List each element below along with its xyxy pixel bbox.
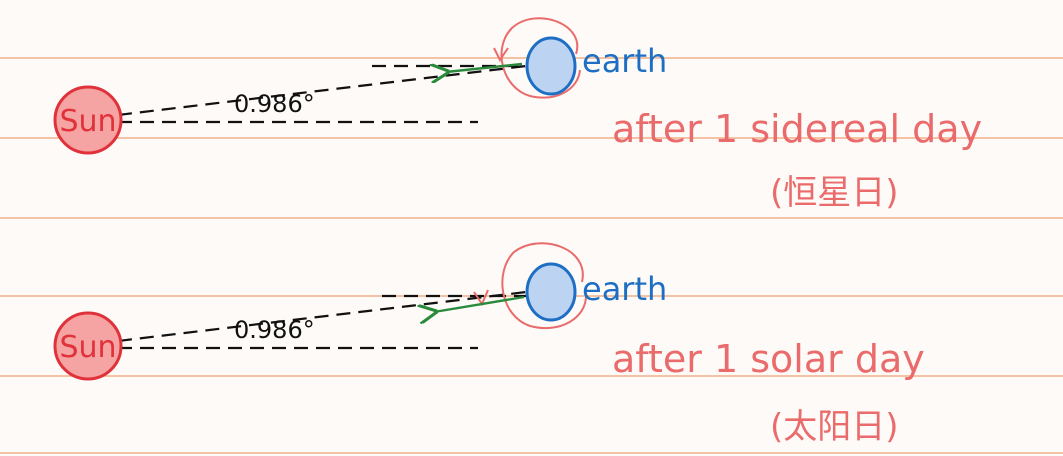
panel-sidereal-day: Sun earth 0.986° after 1 sidereal day (恒… (53, 17, 982, 213)
earth-label: earth (582, 270, 667, 308)
earth-label: earth (582, 42, 667, 80)
sun-earth-dashed-line (117, 290, 527, 343)
ruled-lines (0, 57, 1063, 454)
angle-label: 0.986° (234, 90, 315, 118)
sun-label: Sun (59, 104, 116, 139)
rotation-arrow-icon (493, 47, 509, 62)
direction-arrow-icon (446, 64, 523, 72)
caption-chinese: (恒星日) (770, 173, 899, 213)
earth-icon (525, 36, 577, 96)
earth-icon (525, 262, 577, 322)
sun-label: Sun (59, 330, 116, 365)
caption: after 1 sidereal day (612, 107, 982, 151)
rotation-loop (501, 242, 587, 330)
caption-chinese: (太阳日) (770, 407, 899, 447)
sun-icon (53, 85, 123, 155)
angle-label: 0.986° (234, 316, 315, 344)
panel-solar-day: Sun earth 0.986° after 1 solar day (太阳日) (53, 242, 925, 447)
caption: after 1 solar day (612, 337, 925, 381)
sun-earth-dashed-line (117, 64, 527, 117)
sun-icon (53, 311, 123, 381)
direction-arrow-icon (434, 295, 525, 312)
